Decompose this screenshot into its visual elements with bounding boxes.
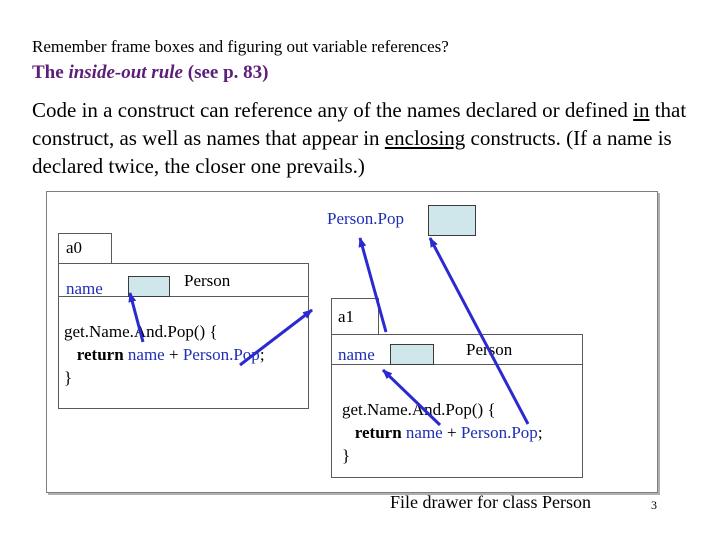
frame-a1-code: get.Name.And.Pop() { return name + Perso… [342, 398, 543, 467]
code-signature: get.Name.And.Pop() { [64, 322, 218, 341]
slide-title: The inside-out rule (see p. 83) [32, 62, 268, 84]
frame-a0-name-box [128, 276, 170, 297]
frame-a0-label: a0 [66, 238, 83, 257]
frame-a1-tab [331, 298, 379, 335]
code-close-brace: } [342, 446, 351, 465]
code-person-pop-ref: Person.Pop [460, 423, 538, 442]
body-text: Code in a construct can reference any of… [32, 96, 692, 180]
frame-a1 [331, 334, 583, 478]
arrow-a1-to-class-ref [358, 237, 388, 333]
title-suffix: (see p. 83) [183, 62, 269, 83]
code-name-ref: name [401, 423, 443, 442]
code-signature: get.Name.And.Pop() { [342, 400, 496, 419]
title-emphasis: inside-out rule [68, 62, 183, 83]
frame-a1-header-line [331, 364, 582, 365]
frame-a1-label: a1 [338, 307, 355, 326]
arrow-a1-person-pop-ref [428, 237, 530, 425]
body-part3: constructs. (If a name is declared twice… [32, 126, 672, 178]
code-return-keyword: return [76, 345, 124, 364]
frame-a0-header-line [58, 296, 308, 297]
body-in: in [633, 98, 650, 122]
code-plus: + [164, 345, 183, 364]
title-prefix: The [32, 62, 69, 83]
code-close-brace: } [64, 368, 73, 387]
person-pop-value-box [428, 205, 476, 236]
code-semicolon: ; [537, 423, 543, 442]
arrow-a0-name-ref [128, 292, 145, 343]
code-return-keyword: return [354, 423, 402, 442]
body-part1: Code in a construct can reference any of… [32, 98, 634, 122]
frame-a1-name-box [390, 344, 434, 365]
frame-a0-tab [58, 233, 112, 264]
code-name-ref: name [123, 345, 165, 364]
frame-a0-name-label: name [66, 279, 103, 298]
frame-a0 [58, 263, 309, 409]
body-enclosing: enclosing [384, 126, 466, 150]
code-semicolon: ; [259, 345, 265, 364]
frame-a1-name-label: name [338, 345, 375, 364]
body-part2: that construct, as well as names that ap… [32, 98, 687, 150]
code-person-pop-ref: Person.Pop [182, 345, 260, 364]
frame-a0-code: get.Name.And.Pop() { return name + Perso… [64, 320, 265, 389]
frame-a0-person-label: Person [184, 271, 231, 290]
arrow-a0-person-pop-ref [239, 308, 313, 367]
drawer-caption: File drawer for class Person [390, 492, 591, 512]
slide-subtitle: Remember frame boxes and figuring out va… [32, 37, 449, 56]
arrow-a1-name-ref [381, 368, 442, 427]
code-plus: + [442, 423, 461, 442]
person-pop-label: Person.Pop [327, 209, 404, 228]
page-number: 3 [651, 498, 657, 512]
